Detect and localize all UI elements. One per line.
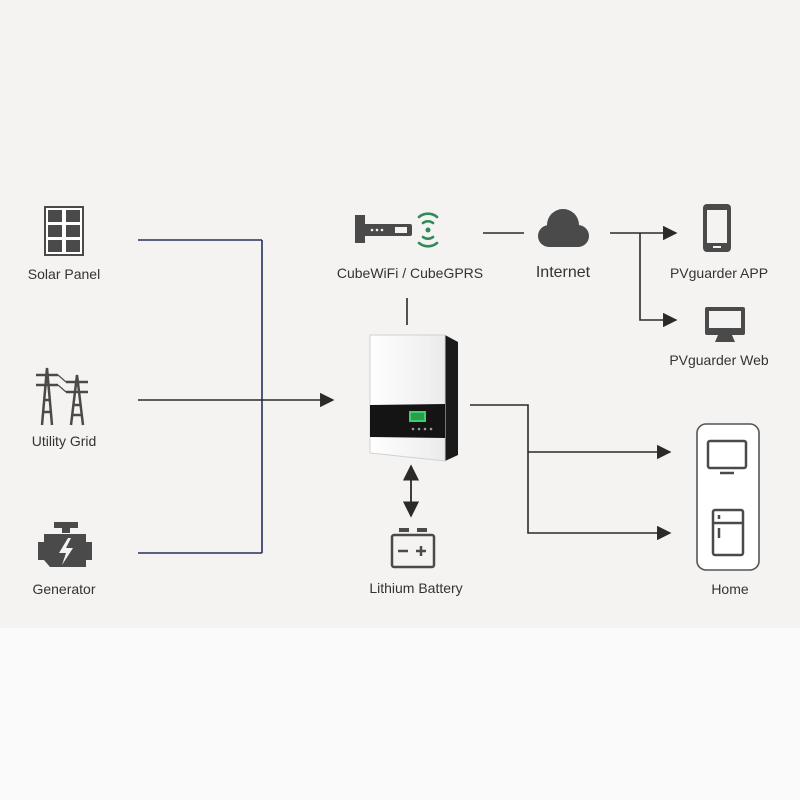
label-web: PVguarder Web	[669, 352, 769, 368]
cube-device-icon	[355, 215, 412, 243]
label-utility-grid: Utility Grid	[31, 433, 97, 449]
wifi-signal-icon	[417, 212, 439, 248]
label-battery: Lithium Battery	[369, 580, 463, 596]
label-generator: Generator	[32, 581, 96, 597]
monitor-icon	[705, 307, 745, 342]
label-app: PVguarder APP	[669, 265, 769, 281]
solar-panel-icon	[44, 206, 84, 256]
bottom-band	[0, 628, 800, 800]
battery-icon	[390, 528, 436, 569]
input-bus-lines	[138, 239, 263, 554]
fridge-icon	[711, 508, 745, 557]
home-box	[696, 423, 760, 571]
inverter-device	[369, 334, 458, 462]
label-solar-panel: Solar Panel	[27, 266, 101, 282]
inverter-home-lines	[470, 404, 672, 541]
utility-grid-icon	[36, 367, 88, 426]
smartphone-icon	[703, 204, 731, 252]
label-internet: Internet	[535, 264, 591, 281]
label-cube: CubeWiFi / CubeGPRS	[336, 265, 484, 281]
tv-icon	[706, 439, 748, 475]
cloud-icon	[538, 209, 589, 247]
generator-icon	[38, 522, 92, 567]
label-home: Home	[711, 581, 749, 597]
internet-branch-lines	[610, 225, 678, 328]
